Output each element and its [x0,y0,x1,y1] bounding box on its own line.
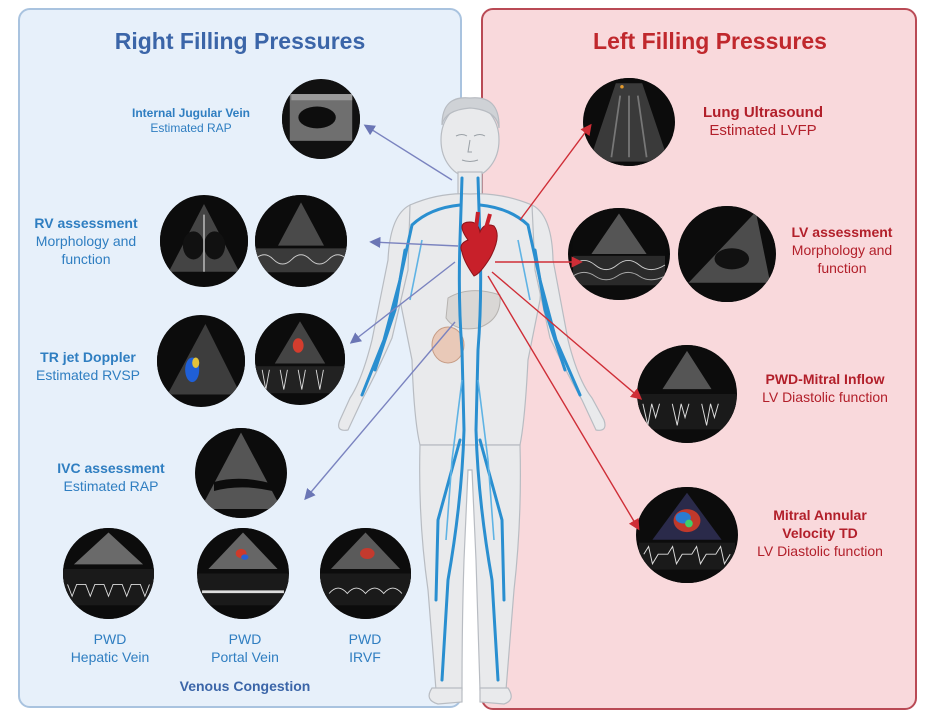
left-panel-title: Left Filling Pressures [593,28,827,54]
irvf-doppler-image [320,528,411,619]
rv-apical-image [160,195,248,287]
lv-mmode-image [568,208,670,300]
hepatic-vein-doppler-image [63,528,154,619]
tr-color-image [157,315,245,407]
lung-ultrasound-image [583,78,675,166]
venous-congestion-label: Venous Congestion [179,678,311,694]
lv-parasternal-image [678,206,776,302]
rv-mmode-image [255,195,347,287]
mitral-inflow-doppler-image [637,345,737,443]
ivc-ultrasound-image [195,428,287,518]
ijv-ultrasound-image [282,79,360,159]
portal-vein-doppler-image [197,528,289,619]
right-panel-title: Right Filling Pressures [114,28,366,54]
mitral-annular-tdi-image [636,487,738,583]
tr-doppler-image [255,313,345,405]
